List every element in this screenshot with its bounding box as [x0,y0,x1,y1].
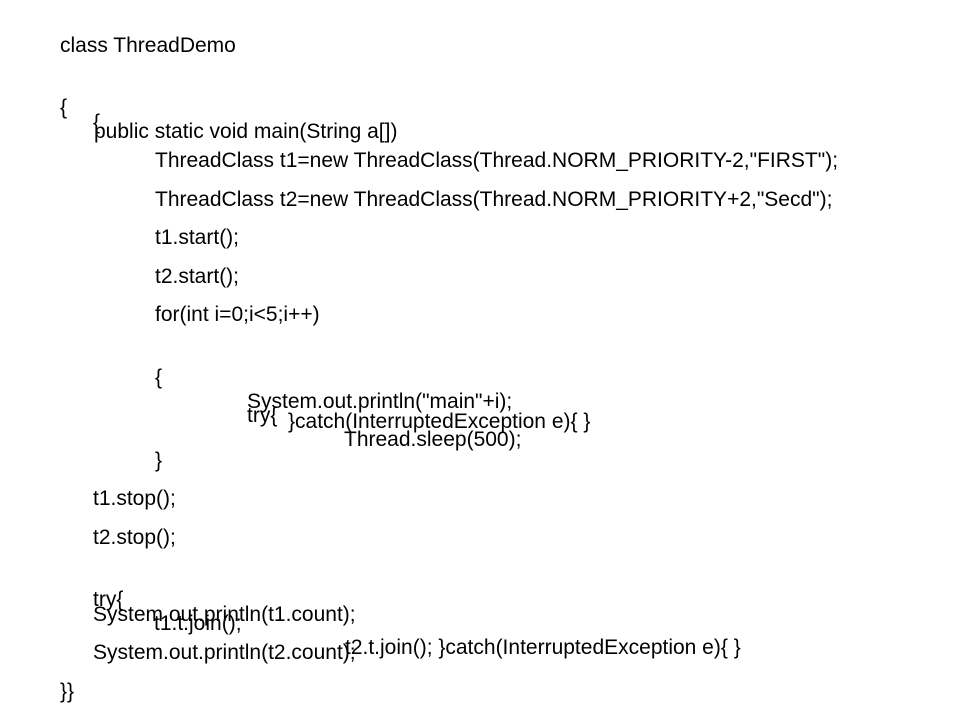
code-brace: { [60,96,68,119]
code-line-t1-decl: ThreadClass t1=new ThreadClass(Thread.NO… [155,149,839,172]
code-sleep-call: Thread.sleep(500); [344,428,522,451]
code-t2-join-catch: t2.t.join(); }catch(InterruptedException… [345,636,741,659]
code-line-t2-decl: ThreadClass t2=new ThreadClass(Thread.NO… [155,188,833,211]
code-main-signature: public static void main(String a[]) [94,120,398,143]
code-line-catch: }catch(InterruptedException e){ } [288,410,591,433]
code-brace: { [155,366,163,389]
code-line-t2-start: t2.start(); [155,265,240,288]
code-line-t2-stop: t2.stop(); [93,526,176,549]
code-line-main: { public static void main(String a[]) [60,72,397,168]
code-line-for-loop: for(int i=0;i<5;i++) [155,303,320,326]
code-line-println-t2-count: System.out.println(t2.count); [93,641,356,664]
code-println-main: System.out.println("main"+i); [247,390,513,413]
code-line-try-sleep: try{ Thread.sleep(500); [247,380,521,476]
code-line-closing-braces: }} [60,680,75,703]
code-line-println-main: { System.out.println("main"+i); [155,342,512,438]
code-t1-join: t1.t.join(); [154,612,242,635]
code-line-class-decl: class ThreadDemo [60,34,236,57]
code-line-open-brace: { [93,111,101,134]
code-try-keyword: try{ [93,588,124,611]
code-line-println-t1-count: System.out.println(t1.count); [93,603,356,626]
code-line-close-brace: } [155,449,163,472]
code-line-t1-start: t1.start(); [155,226,240,249]
code-line-t1-stop: t1.stop(); [93,487,176,510]
code-try-keyword: try{ [247,404,278,427]
code-line-try-join: try{ t1.t.join(); t2.t.join(); }catch(In… [93,564,741,684]
